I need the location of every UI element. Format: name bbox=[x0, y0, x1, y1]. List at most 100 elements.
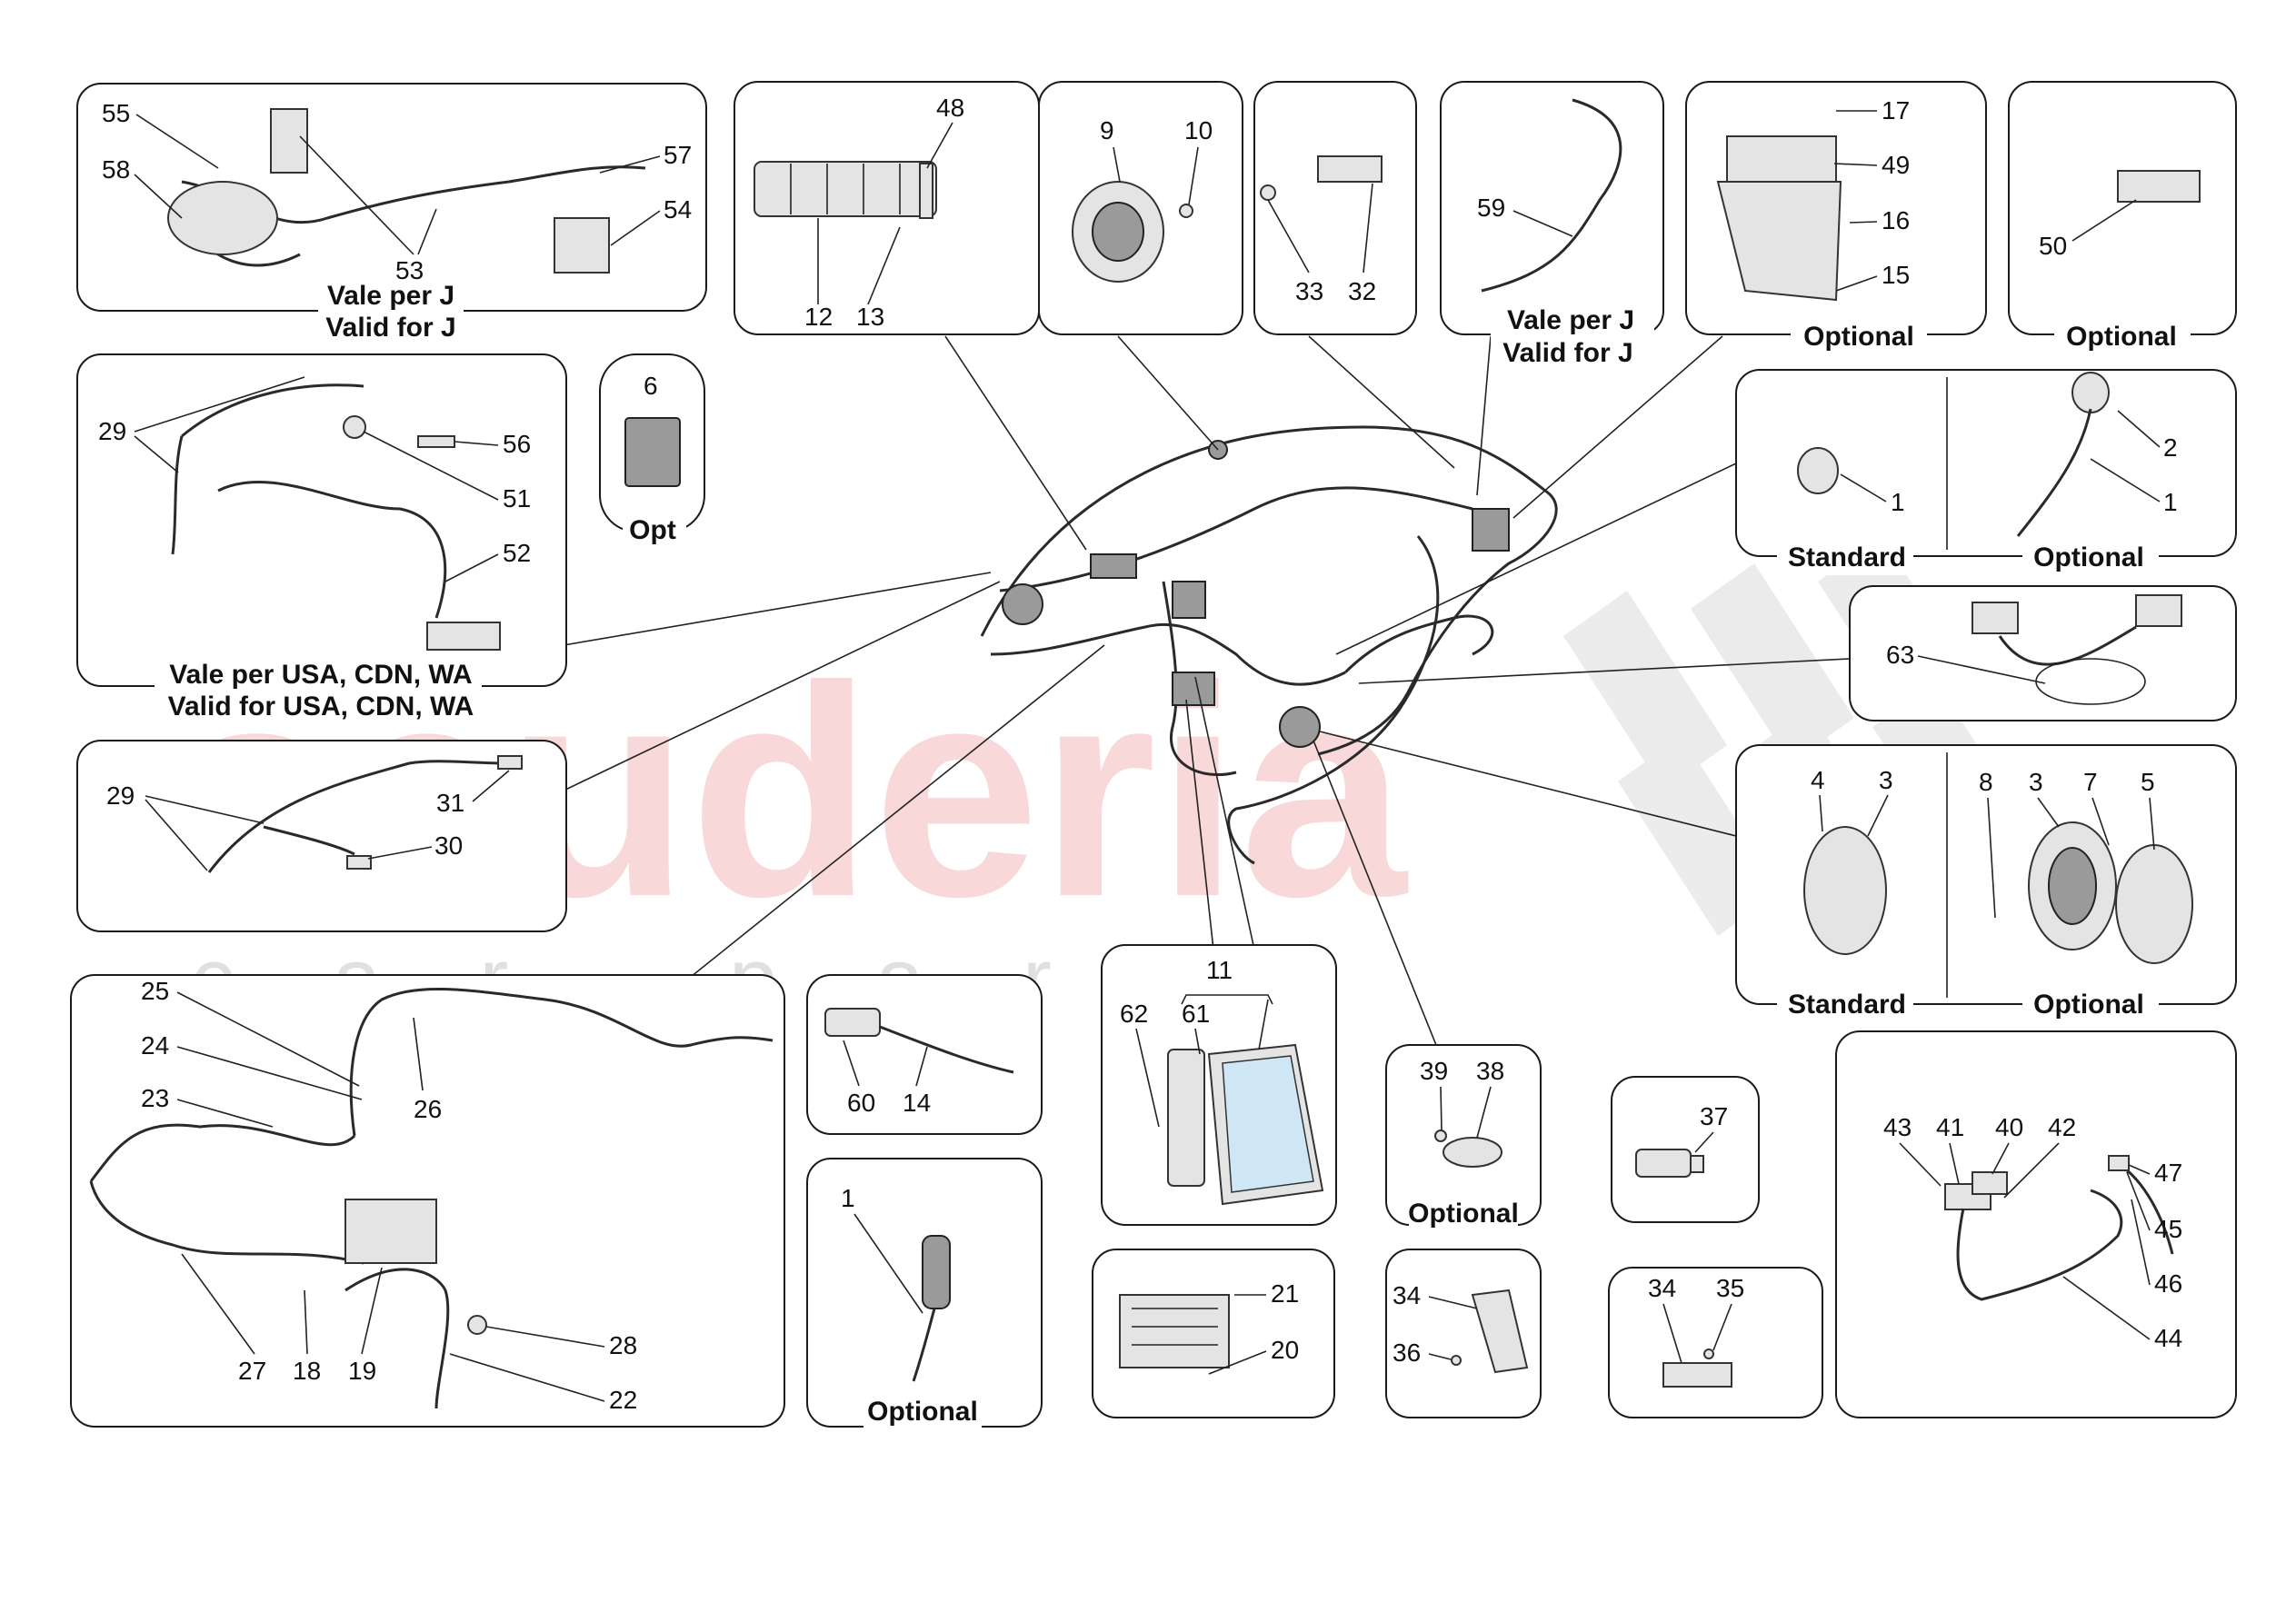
caption-valid-usa: Valid for USA, CDN, WA bbox=[168, 692, 474, 721]
caption-valid-j: Valid for J bbox=[325, 313, 455, 343]
speaker-ring bbox=[2115, 844, 2193, 964]
callout-43: 43 bbox=[1883, 1113, 1912, 1141]
callout-30: 30 bbox=[434, 831, 463, 860]
callout-26: 26 bbox=[414, 1095, 442, 1123]
caption-vale-j: Vale per J bbox=[327, 281, 454, 311]
small-speaker bbox=[1442, 1137, 1502, 1168]
callout-62: 62 bbox=[1120, 1000, 1148, 1028]
callout-34: 34 bbox=[1393, 1281, 1421, 1309]
panel-main-harness: 25 24 26 23 27 18 19 28 22 bbox=[70, 974, 785, 1428]
usb-connector bbox=[1690, 1155, 1704, 1173]
callout-27: 27 bbox=[238, 1357, 266, 1385]
callout-37: 37 bbox=[1700, 1102, 1728, 1130]
tweeter-standard bbox=[1797, 447, 1839, 494]
panel-harness-usa: 29 56 51 52 Vale per USA, CDN, WA Valid … bbox=[76, 353, 567, 721]
callout-1-standard: 1 bbox=[1891, 488, 1905, 516]
callout-63: 63 bbox=[1886, 641, 1914, 669]
panel-usb-37: 37 bbox=[1611, 1076, 1760, 1223]
gps-antenna bbox=[824, 1008, 881, 1037]
door-speaker-standard bbox=[1803, 826, 1887, 955]
callout-1-optional: 1 bbox=[2163, 488, 2178, 516]
callout-24: 24 bbox=[141, 1031, 169, 1060]
caption-optional-door: Optional bbox=[2033, 990, 2144, 1020]
caption-optional-tweeter: Optional bbox=[2033, 542, 2144, 572]
callout-48: 48 bbox=[936, 94, 964, 122]
speaker-cone bbox=[1092, 202, 1144, 262]
optional-module-1 bbox=[922, 1235, 951, 1309]
callout-47: 47 bbox=[2154, 1159, 2182, 1187]
panel-optional-1: 1 Optional bbox=[806, 1158, 1043, 1436]
panel-antenna-14: 60 14 bbox=[806, 974, 1043, 1135]
panel-display: 11 62 61 bbox=[1101, 944, 1337, 1226]
center-left-speaker bbox=[1002, 583, 1043, 625]
callout-50: 50 bbox=[2039, 232, 2067, 260]
callout-33: 33 bbox=[1295, 277, 1323, 305]
amplifier-body bbox=[1119, 1294, 1230, 1368]
callout-11: 11 bbox=[1206, 956, 1233, 984]
vehicle-wiring-overview bbox=[980, 425, 1558, 865]
caption-optional-1: Optional bbox=[867, 1397, 978, 1427]
callout-12: 12 bbox=[804, 303, 833, 331]
panel-bracket-34-35: 34 35 bbox=[1608, 1267, 1823, 1418]
callout-3-optional: 3 bbox=[2029, 768, 2043, 796]
receiver-bracket bbox=[1716, 181, 1842, 302]
sd-card bbox=[624, 417, 681, 487]
caption-vale-j-2: Vale per J bbox=[1507, 305, 1634, 335]
tweeter-optional bbox=[2071, 372, 2110, 413]
center-screen-bracket bbox=[1172, 581, 1206, 619]
panel-speaker-38: 39 38 Optional bbox=[1385, 1044, 1542, 1236]
panel-speaker-9: 9 10 bbox=[1038, 81, 1243, 335]
callout-15: 15 bbox=[1882, 261, 1910, 289]
center-receiver bbox=[1472, 508, 1510, 552]
caption-standard-door: Standard bbox=[1788, 990, 1906, 1020]
callout-16: 16 bbox=[1882, 206, 1910, 234]
caption-vale-usa: Vale per USA, CDN, WA bbox=[169, 660, 472, 690]
sensor-bracket bbox=[1944, 1183, 1992, 1210]
callout-21: 21 bbox=[1271, 1279, 1299, 1308]
harness-adapter bbox=[1317, 155, 1383, 183]
callout-19: 19 bbox=[348, 1357, 376, 1385]
sensor-40 bbox=[1972, 1171, 2008, 1195]
speaker-screw-39 bbox=[1434, 1129, 1447, 1142]
panel-sd-card: 6 Opt bbox=[599, 353, 705, 550]
callout-42: 42 bbox=[2048, 1113, 2076, 1141]
callout-46: 46 bbox=[2154, 1269, 2182, 1298]
callout-60: 60 bbox=[847, 1089, 875, 1117]
connector-56 bbox=[417, 435, 455, 448]
panel-bracket-34-36: 34 36 bbox=[1385, 1249, 1542, 1418]
callout-54: 54 bbox=[664, 195, 692, 224]
callout-13: 13 bbox=[856, 303, 884, 331]
callout-3-standard: 3 bbox=[1879, 766, 1893, 794]
callout-8: 8 bbox=[1979, 768, 1993, 796]
connector-left bbox=[1972, 602, 2019, 634]
callout-35: 35 bbox=[1716, 1274, 1744, 1302]
panel-tweeter: 1 2 1 Standard Optional bbox=[1735, 369, 2237, 575]
center-module-a bbox=[1090, 553, 1137, 579]
caption-optional-38: Optional bbox=[1408, 1199, 1519, 1229]
caption-optional-50: Optional bbox=[2066, 322, 2177, 352]
callout-57: 57 bbox=[664, 141, 692, 169]
panel-amplifier: 21 20 bbox=[1092, 1249, 1335, 1418]
usb-port bbox=[1635, 1149, 1692, 1178]
antenna-strip bbox=[919, 163, 933, 219]
harness-module bbox=[344, 1199, 437, 1264]
display-housing bbox=[1167, 1049, 1205, 1187]
callout-2: 2 bbox=[2163, 433, 2178, 462]
callout-34-b: 34 bbox=[1648, 1274, 1676, 1302]
callout-38: 38 bbox=[1476, 1057, 1504, 1085]
callout-40: 40 bbox=[1995, 1113, 2023, 1141]
callout-44: 44 bbox=[2154, 1324, 2182, 1352]
display-glass bbox=[1222, 1055, 1314, 1193]
callout-59: 59 bbox=[1477, 194, 1505, 222]
bracket-34 bbox=[1471, 1289, 1529, 1374]
callout-41: 41 bbox=[1936, 1113, 1964, 1141]
caption-standard-tweeter: Standard bbox=[1788, 542, 1906, 572]
callout-29-b: 29 bbox=[106, 781, 135, 810]
antenna-amplifier-body bbox=[754, 161, 937, 217]
callout-25: 25 bbox=[141, 977, 169, 1005]
panel-receiver-bracket: 17 49 16 15 Optional bbox=[1685, 81, 1987, 354]
screw-36 bbox=[1451, 1355, 1462, 1366]
callout-1-b: 1 bbox=[841, 1184, 855, 1212]
center-door-speaker bbox=[1279, 706, 1321, 748]
